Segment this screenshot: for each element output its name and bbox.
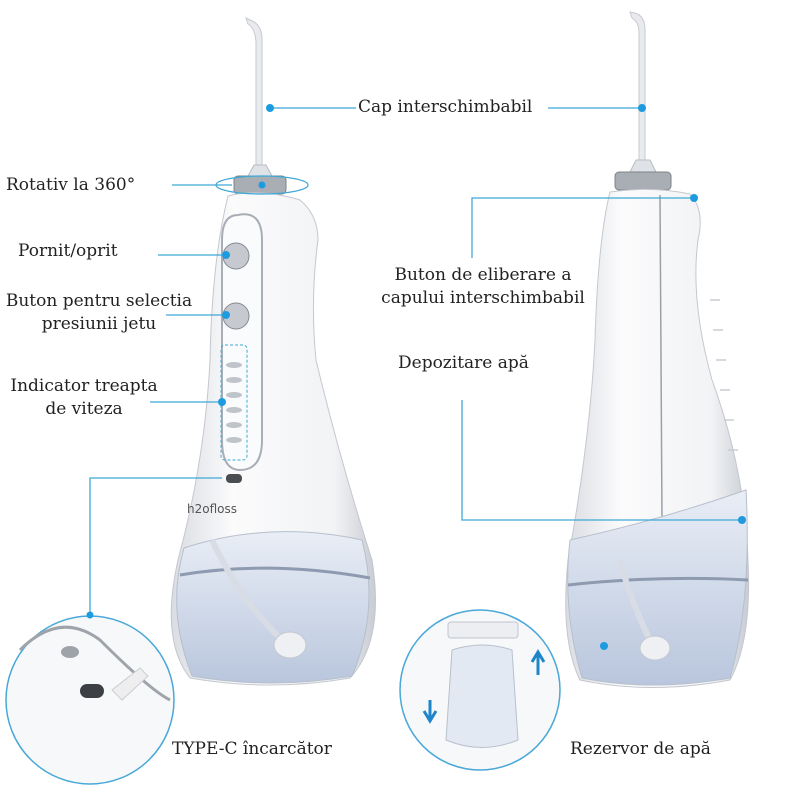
label-power: Pornit/oprit <box>18 241 118 261</box>
label-pressure: Buton pentru selectia presiunii jetu <box>4 290 194 336</box>
label-storage: Depozitare apă <box>398 353 529 373</box>
label-release: Buton de eliberare a capului interschimb… <box>378 264 588 310</box>
label-nozzle: Cap interschimbabil <box>358 97 533 117</box>
callout-dots <box>86 104 746 650</box>
label-release-line1: Buton de eliberare a <box>394 265 572 285</box>
type-c-inset <box>5 615 175 785</box>
label-indicator: Indicator treapta de viteza <box>4 375 164 421</box>
label-indicator-line1: Indicator treapta <box>10 376 158 396</box>
label-rotate: Rotativ la 360° <box>6 175 136 195</box>
label-tank: Rezervor de apă <box>570 739 711 759</box>
tank-inset <box>399 609 561 771</box>
left-device <box>170 17 376 686</box>
brand-logo: h2ofloss <box>187 502 237 516</box>
label-charger: TYPE-C încarcător <box>172 739 332 759</box>
label-pressure-line1: Buton pentru selectia <box>5 291 193 311</box>
label-pressure-line2: presiunii jetu <box>41 314 157 334</box>
right-device <box>565 11 750 688</box>
callout-lines <box>89 107 742 615</box>
label-release-line2: capului interschimbabil <box>381 288 585 308</box>
label-indicator-line2: de viteza <box>45 399 123 419</box>
